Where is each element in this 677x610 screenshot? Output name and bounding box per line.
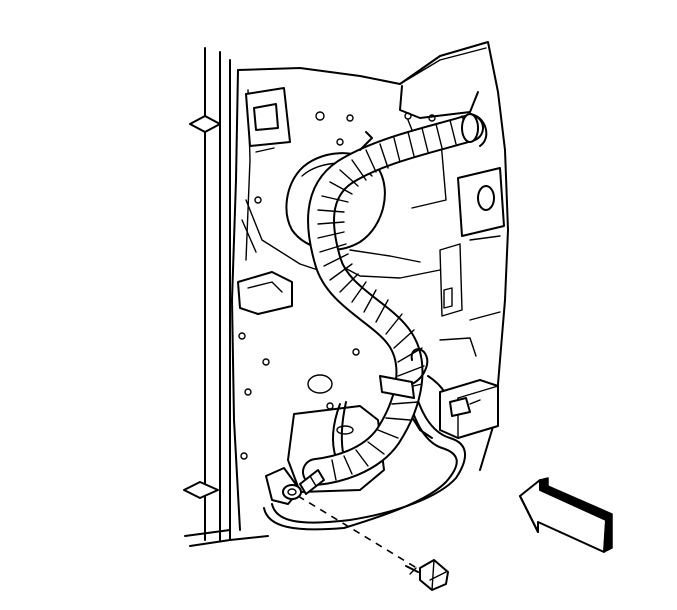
ground-bolt [297, 495, 449, 591]
door-frame-edge [183, 47, 269, 547]
view-direction-arrow [519, 477, 613, 553]
ground-wire-terminal [265, 467, 325, 505]
harness-retainer-clip [379, 348, 429, 399]
door-inner-panel [231, 41, 509, 531]
wiring-harness-conduit [302, 113, 488, 486]
harness-connector [439, 379, 499, 439]
